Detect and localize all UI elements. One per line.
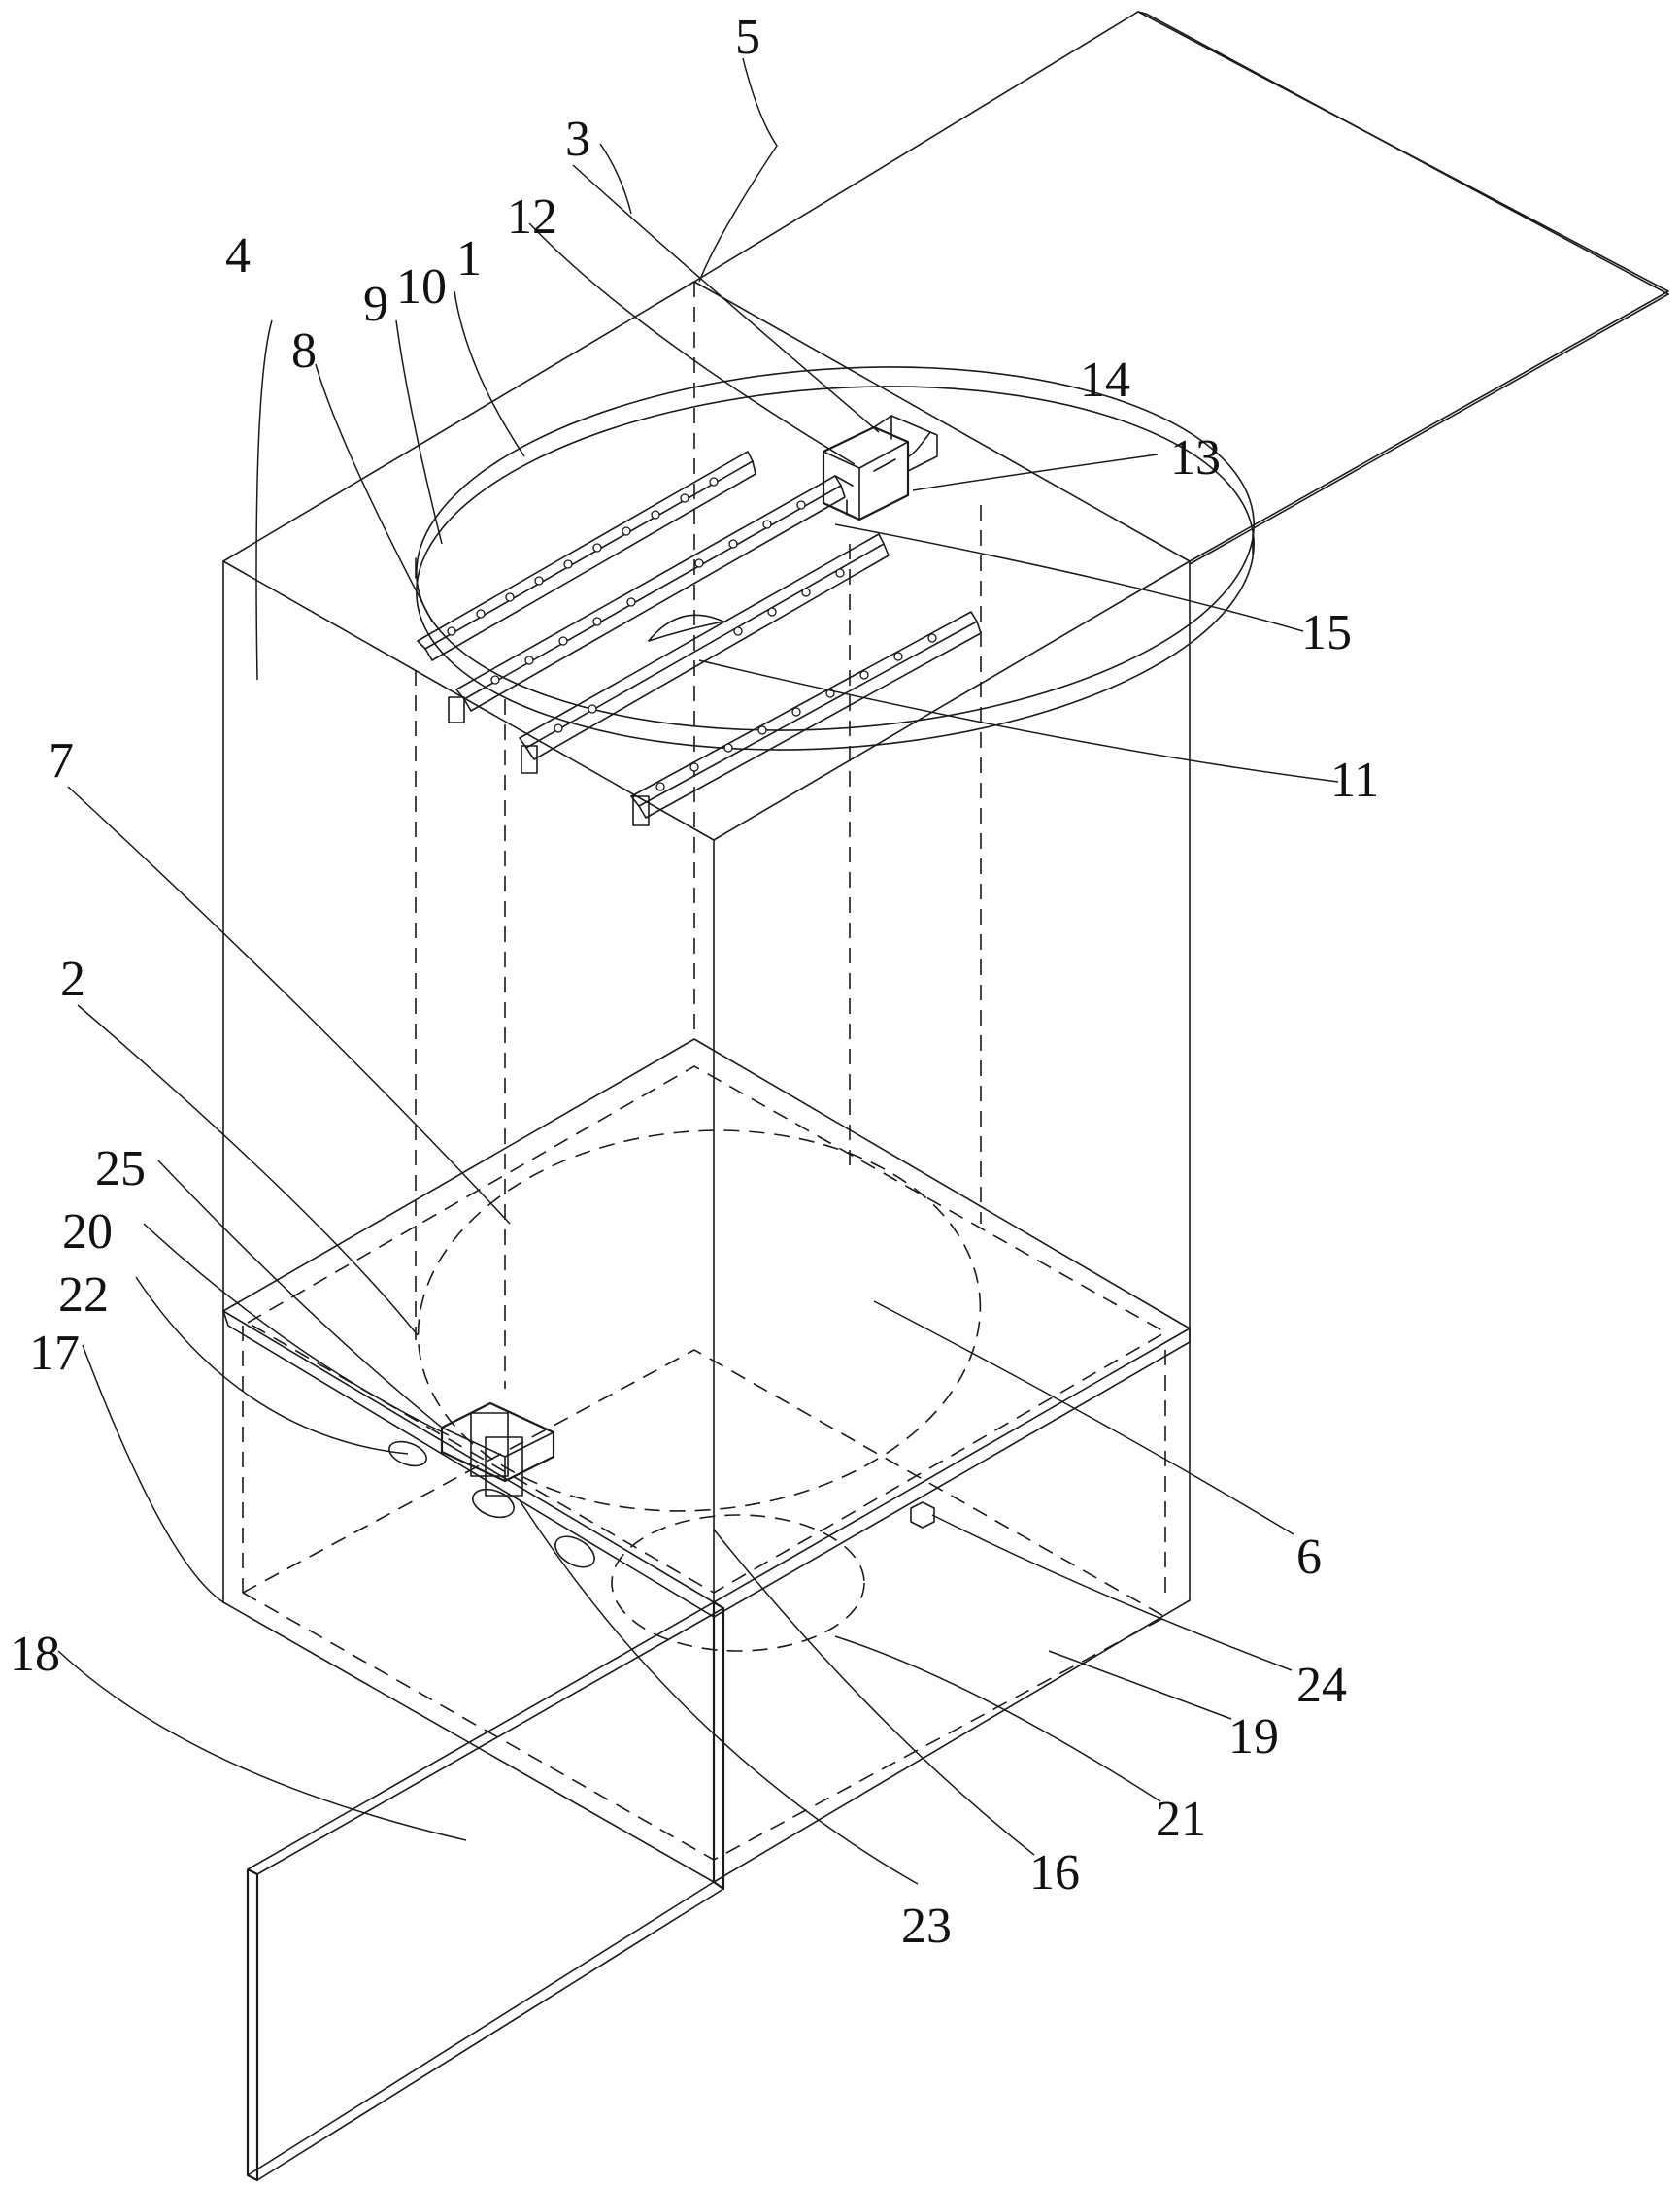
label-13: 13 — [1170, 430, 1221, 486]
turntable — [415, 366, 1255, 751]
leader-lines — [57, 57, 1339, 1885]
label-1: 1 — [456, 231, 482, 286]
label-12: 12 — [507, 189, 557, 245]
label-23: 23 — [901, 1899, 952, 1954]
top-motor-box — [822, 415, 938, 521]
label-21: 21 — [1156, 1792, 1206, 1847]
label-3: 3 — [565, 112, 590, 167]
rail-holes — [447, 477, 937, 791]
sensor-box — [910, 1501, 935, 1529]
label-10: 10 — [396, 259, 447, 315]
label-8: 8 — [291, 323, 317, 379]
label-4: 4 — [225, 228, 251, 284]
label-22: 22 — [58, 1267, 109, 1323]
lower-shelf — [222, 1038, 1191, 1618]
front-door — [246, 1601, 725, 2182]
label-6: 6 — [1296, 1530, 1322, 1585]
label-16: 16 — [1029, 1845, 1080, 1900]
label-20: 20 — [62, 1204, 113, 1260]
label-24: 24 — [1296, 1658, 1347, 1713]
label-9: 9 — [363, 277, 388, 332]
reference-numerals: 5 3 12 10 1 9 8 14 13 4 15 7 11 2 25 20 … — [10, 10, 1379, 1954]
label-17: 17 — [29, 1326, 80, 1381]
bottom-motor-box — [388, 1401, 595, 1568]
label-11: 11 — [1330, 753, 1379, 808]
rails — [417, 451, 982, 826]
hidden-edges — [415, 282, 982, 1389]
label-5: 5 — [735, 10, 760, 65]
label-19: 19 — [1228, 1709, 1279, 1765]
label-14: 14 — [1080, 353, 1130, 408]
top-lid — [693, 11, 1669, 565]
drawer-compartment — [242, 1326, 1166, 1861]
label-2: 2 — [60, 952, 85, 1007]
label-15: 15 — [1301, 605, 1352, 660]
label-25: 25 — [95, 1141, 146, 1196]
label-7: 7 — [49, 733, 74, 789]
cabinet-body — [222, 281, 1191, 1883]
label-18: 18 — [10, 1627, 60, 1682]
